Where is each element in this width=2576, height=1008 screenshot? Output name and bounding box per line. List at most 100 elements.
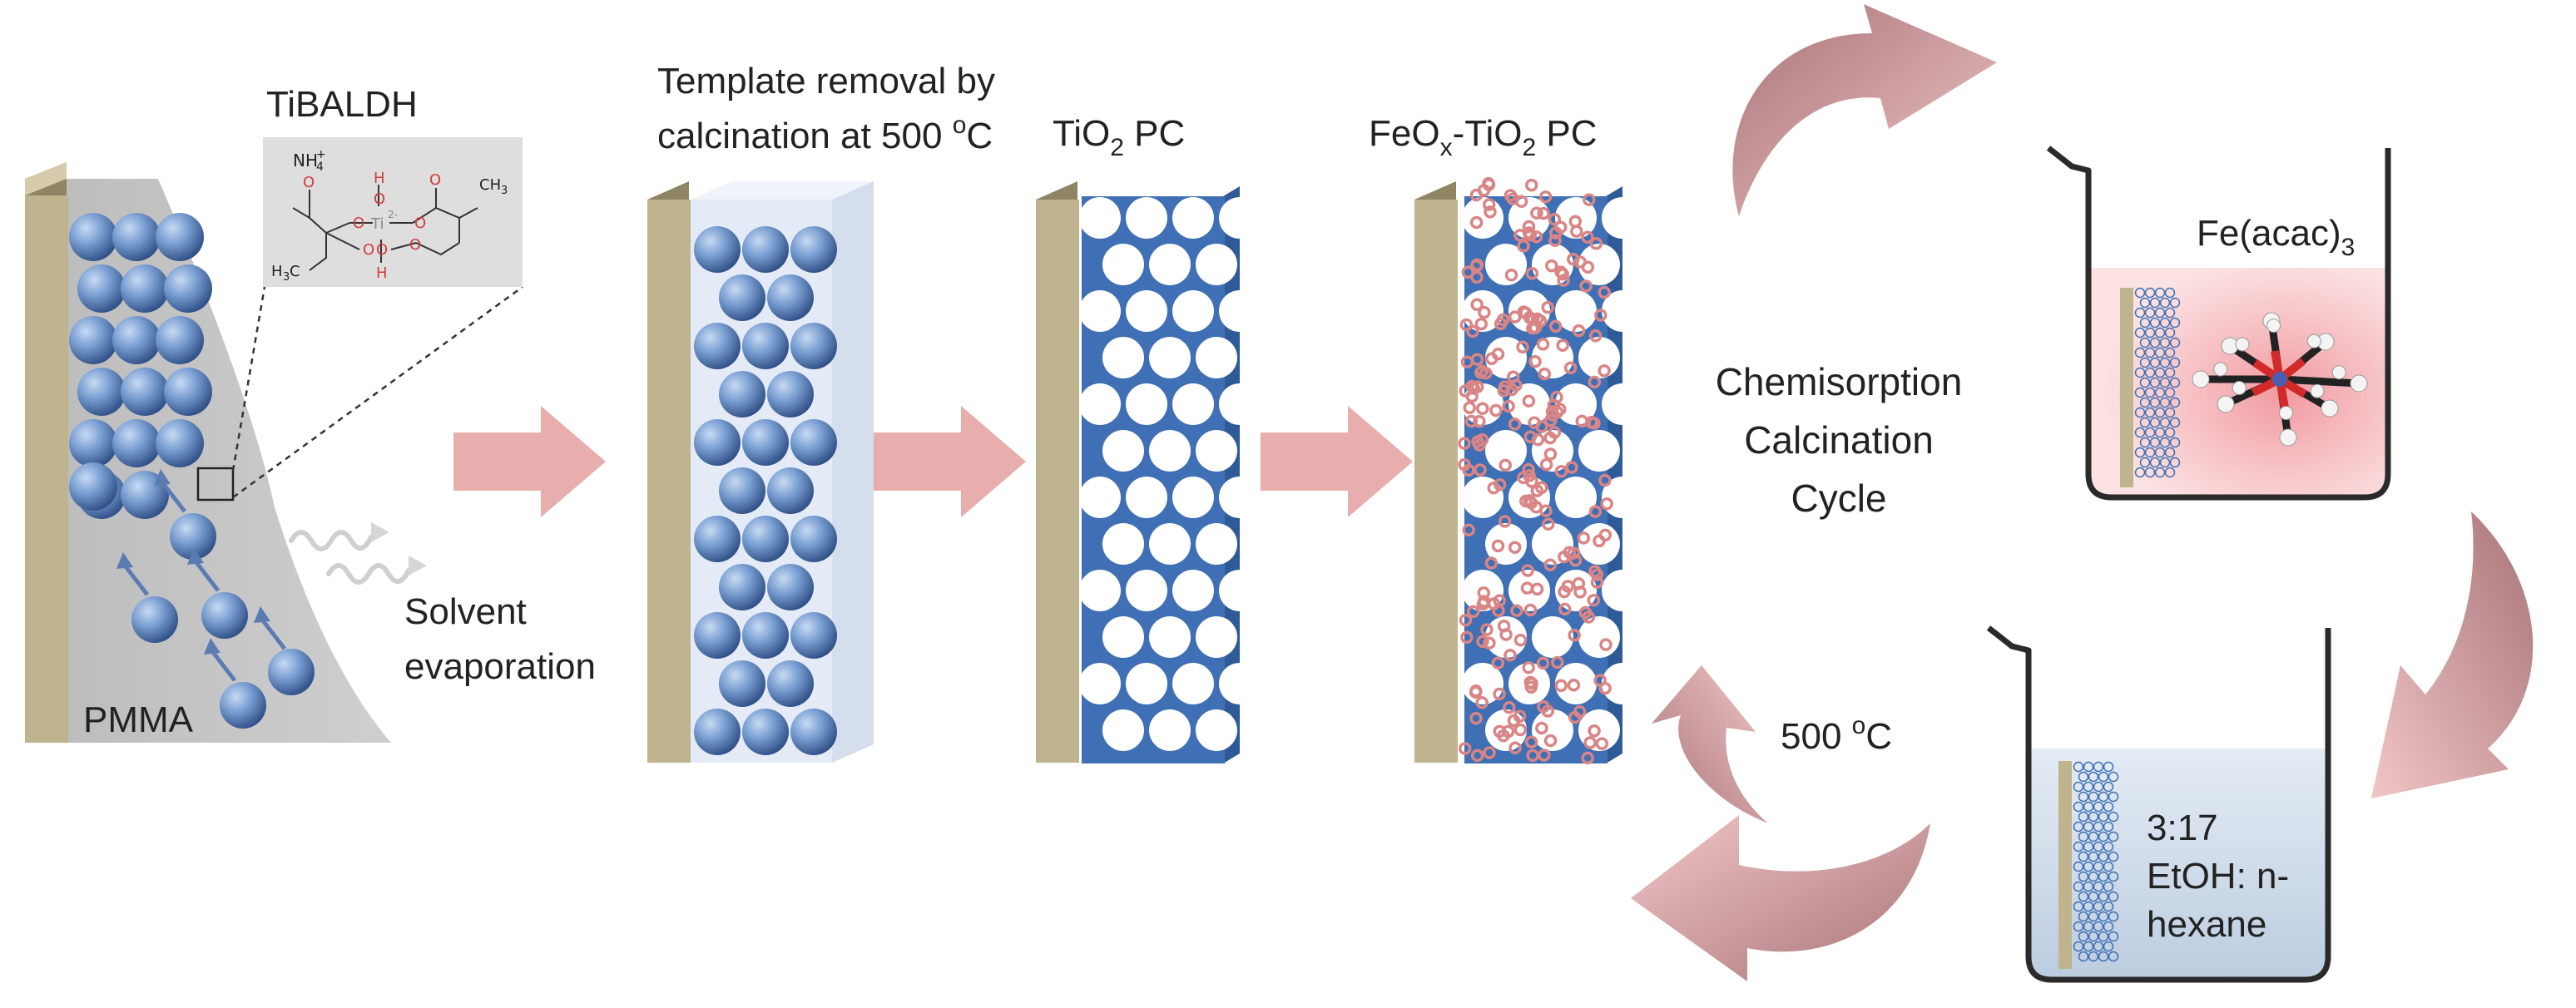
fe-nanoparticle: [1548, 319, 1563, 334]
film-pore: [2088, 931, 2099, 942]
film-pore: [2144, 327, 2156, 338]
pmma-loose-spheres: [116, 469, 315, 729]
template-sphere: [742, 419, 789, 466]
pmma-sphere: [121, 368, 169, 416]
fe-nanoparticle: [1567, 252, 1580, 266]
temp-label: 500 oC: [1781, 712, 1892, 757]
fe-nanoparticle: [1466, 324, 1479, 338]
fe-nanoparticle: [1543, 558, 1557, 572]
film-pore: [2149, 297, 2161, 309]
fe-nanoparticle: [1476, 402, 1489, 415]
film-pore: [2093, 801, 2104, 813]
zoom-line-right: [232, 285, 523, 499]
molecule-hydrogen: [2232, 381, 2247, 395]
fe-nanoparticle: [1476, 635, 1489, 649]
fe-nanoparticle: [1567, 679, 1581, 692]
fe-nanoparticle: [1554, 464, 1568, 478]
film-pore: [2154, 347, 2166, 358]
fe-nanoparticle: [1470, 749, 1484, 763]
template-sphere: [742, 323, 789, 369]
molecule-ti: Ti: [370, 215, 384, 233]
pore: [1079, 570, 1121, 611]
beaker-1-substrate: [2120, 288, 2133, 487]
film-pore: [2098, 871, 2109, 882]
pore: [1462, 477, 1503, 518]
template-sphere: [694, 612, 741, 659]
movement-arrow: [260, 618, 286, 650]
film-pore: [2073, 781, 2084, 793]
pore: [1555, 383, 1597, 425]
film-pore: [2098, 851, 2109, 862]
template-sphere: [790, 516, 837, 562]
molecule-hydrogen: [2321, 399, 2339, 418]
film-pore: [2078, 851, 2089, 862]
molecule-hydrogen: [2279, 428, 2297, 447]
fe-nanoparticle: [1524, 178, 1538, 192]
substrate-front: [25, 162, 67, 195]
template-sphere: [790, 226, 837, 273]
template-sphere: [742, 709, 789, 755]
pore: [1602, 383, 1643, 425]
fe-nanoparticle: [1549, 226, 1563, 240]
molecule-structure: [292, 185, 478, 271]
molecule-h3c: H: [271, 263, 283, 280]
fe-nanoparticle: [1590, 576, 1604, 589]
pmma-sphere: [156, 316, 204, 364]
cycle-arrow-bottom: [1631, 815, 1930, 981]
film-pore: [2093, 861, 2104, 872]
film-pore: [2149, 337, 2161, 348]
fe-nanoparticle: [1550, 390, 1563, 404]
film-pore: [2093, 921, 2104, 932]
pmma-sphere-stack: [69, 213, 212, 519]
pore: [1102, 244, 1144, 285]
fe-nanoparticle: [1498, 380, 1512, 393]
film-pore: [2144, 407, 2156, 418]
film-pore: [2103, 901, 2114, 912]
beaker-1-film: [2134, 287, 2181, 478]
pmma-sphere: [112, 419, 161, 467]
fe-nanoparticle: [1510, 604, 1523, 618]
fe-nanoparticle: [1538, 367, 1552, 381]
fe-nanoparticle: [1513, 633, 1528, 647]
fe-nanoparticle: [1525, 475, 1538, 488]
molecule-bond: [2279, 375, 2360, 388]
film-pore: [2134, 367, 2146, 378]
fe-nanoparticle: [1499, 458, 1512, 472]
film-pore: [2159, 437, 2171, 448]
pore: [1149, 709, 1191, 751]
pore: [1126, 663, 1167, 704]
template-sphere: [719, 371, 765, 418]
film-pore: [2139, 457, 2151, 468]
fe-nanoparticle: [1548, 426, 1562, 439]
pore: [1532, 709, 1573, 751]
film-pore: [2134, 447, 2146, 458]
fe-nanoparticle: [1568, 553, 1583, 567]
film-pore: [2144, 287, 2156, 299]
pmma-label: PMMA: [83, 699, 194, 740]
fe-nanoparticle: [1498, 515, 1512, 528]
film-pore: [2103, 761, 2114, 773]
fe-nanoparticle: [1573, 255, 1587, 269]
film-pore: [2154, 447, 2166, 458]
film-pore: [2169, 437, 2181, 448]
template-sphere: [767, 371, 814, 418]
fe-nanoparticle: [1556, 338, 1569, 352]
film-pore: [2088, 871, 2099, 882]
film-pore: [2169, 357, 2181, 368]
movement-arrow: [123, 564, 149, 596]
film-pore: [2139, 357, 2151, 368]
film-pore: [2083, 941, 2094, 952]
fe-nanoparticle: [1469, 215, 1484, 230]
template-sphere: [694, 419, 741, 466]
fe-nanoparticle: [1493, 594, 1506, 607]
pore: [1102, 430, 1144, 472]
fe-nanoparticle: [1483, 746, 1496, 759]
fe-nanoparticle: [1558, 602, 1572, 616]
pmma-sphere: [164, 264, 212, 313]
film-pore: [2098, 891, 2109, 902]
fe-nanoparticle: [1528, 354, 1542, 368]
film-pore: [2073, 761, 2084, 773]
beaker-2-outline: [1986, 625, 2331, 983]
fe-nanoparticle: [1471, 435, 1484, 448]
fe-nanoparticle: [1463, 401, 1476, 415]
